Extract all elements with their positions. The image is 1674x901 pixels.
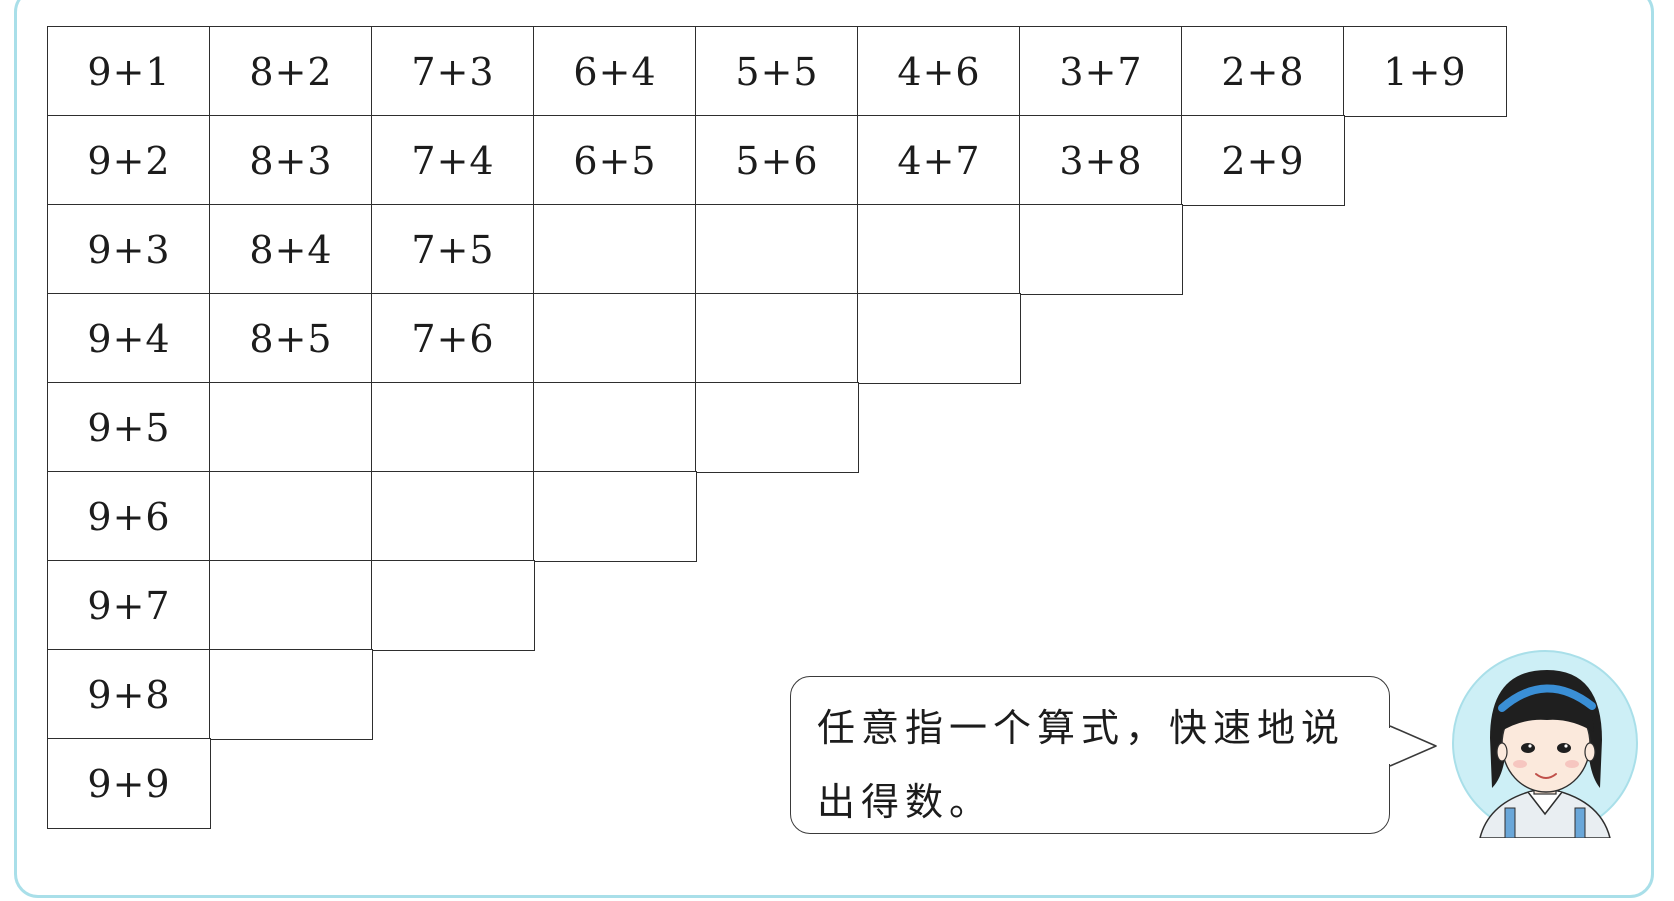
blank-cell	[857, 204, 1021, 295]
expression-cell: 4+7	[857, 115, 1021, 206]
expression-cell: 9+9	[47, 738, 211, 829]
expression-cell: 8+5	[209, 293, 373, 384]
page-frame	[14, 0, 1654, 898]
expression-cell: 9+8	[47, 649, 211, 740]
blank-cell	[371, 471, 535, 562]
speech-bubble-line-2: 出得数。	[817, 780, 994, 824]
blank-cell	[533, 204, 697, 295]
expression-cell: 6+4	[533, 26, 697, 117]
expression-cell: 8+4	[209, 204, 373, 295]
expression-cell: 9+2	[47, 115, 211, 206]
speech-bubble: 任意指一个算式，快速地说 出得数。	[790, 676, 1390, 834]
expression-cell: 7+3	[371, 26, 535, 117]
blank-cell	[857, 293, 1021, 384]
expression-cell: 3+8	[1019, 115, 1183, 206]
speech-bubble-line-1: 任意指一个算式，快速地说	[817, 706, 1346, 750]
blank-cell	[695, 382, 859, 473]
expression-cell: 7+6	[371, 293, 535, 384]
blank-cell	[371, 560, 535, 651]
expression-cell: 2+8	[1181, 26, 1345, 117]
blank-cell	[209, 560, 373, 651]
expression-cell: 9+5	[47, 382, 211, 473]
blank-cell	[209, 382, 373, 473]
expression-cell: 6+5	[533, 115, 697, 206]
expression-cell: 9+4	[47, 293, 211, 384]
expression-cell: 1+9	[1343, 26, 1507, 117]
blank-cell	[371, 382, 535, 473]
expression-cell: 9+6	[47, 471, 211, 562]
expression-cell: 8+2	[209, 26, 373, 117]
blank-cell	[533, 293, 697, 384]
blank-cell	[533, 471, 697, 562]
blank-cell	[209, 471, 373, 562]
blank-cell	[695, 293, 859, 384]
expression-cell: 8+3	[209, 115, 373, 206]
expression-cell: 9+7	[47, 560, 211, 651]
expression-cell: 9+3	[47, 204, 211, 295]
girl-avatar-icon	[1452, 650, 1638, 838]
expression-cell: 9+1	[47, 26, 211, 117]
blank-cell	[209, 649, 373, 740]
blank-cell	[1019, 204, 1183, 295]
speech-bubble-tail	[1388, 725, 1437, 767]
blank-cell	[533, 382, 697, 473]
expression-cell: 4+6	[857, 26, 1021, 117]
expression-cell: 5+5	[695, 26, 859, 117]
expression-cell: 7+4	[371, 115, 535, 206]
expression-cell: 7+5	[371, 204, 535, 295]
expression-cell: 3+7	[1019, 26, 1183, 117]
blank-cell	[695, 204, 859, 295]
expression-cell: 2+9	[1181, 115, 1345, 206]
expression-cell: 5+6	[695, 115, 859, 206]
